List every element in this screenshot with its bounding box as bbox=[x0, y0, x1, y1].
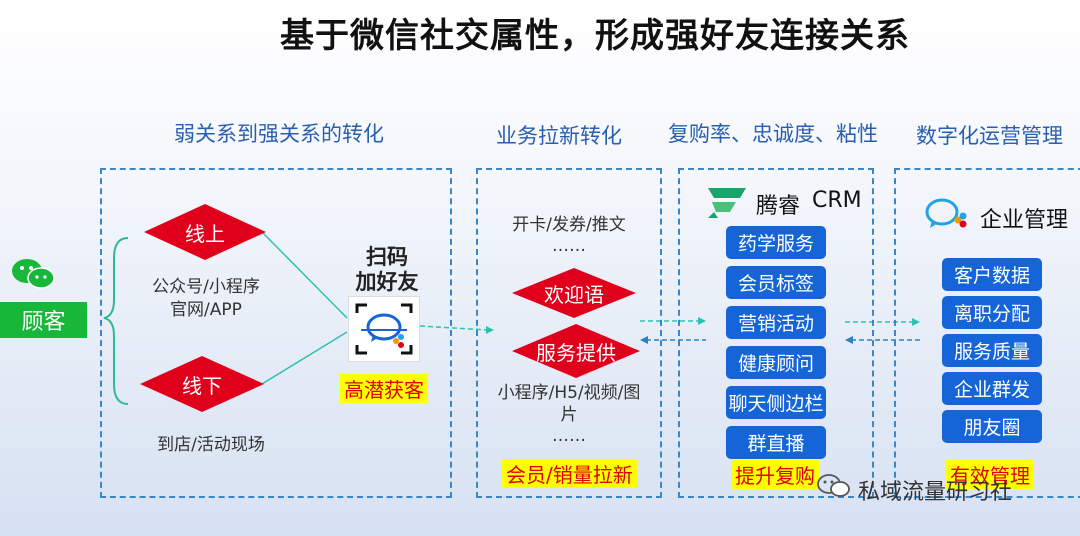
panel-weak-to-strong bbox=[100, 168, 452, 498]
crm-brand-suffix: CRM bbox=[812, 188, 862, 213]
crm-brand-name: 腾睿 bbox=[756, 194, 801, 219]
crm-item-chat-sidebar: 聊天侧边栏 bbox=[726, 386, 826, 419]
watermark-text: 私域流量研习社 bbox=[858, 480, 1013, 505]
stage-3-label: 复购率、忠诚度、粘性 bbox=[668, 122, 878, 146]
ops-item-customer-data: 客户数据 bbox=[942, 258, 1042, 291]
watermark-wechat-icon bbox=[816, 472, 852, 500]
wecom-brand-name: 企业管理 bbox=[980, 208, 1069, 233]
page-title: 基于微信社交属性，形成强好友连接关系 bbox=[280, 16, 910, 56]
service-formats-2: 片 bbox=[560, 405, 578, 425]
highlight-member-growth: 会员/销量拉新 bbox=[502, 459, 637, 488]
online-channels-1: 公众号/小程序 bbox=[152, 277, 260, 297]
ops-item-offboarding: 离职分配 bbox=[942, 296, 1042, 329]
wecom-icon bbox=[924, 196, 970, 232]
wechat-icon bbox=[10, 256, 56, 292]
business-actions: 开卡/发券/推文 bbox=[512, 215, 626, 235]
ellipsis-2: …… bbox=[552, 426, 586, 446]
offline-channels: 到店/活动现场 bbox=[157, 435, 265, 455]
online-to-scan-line bbox=[261, 231, 348, 319]
scan-label-1: 扫码 bbox=[366, 245, 408, 269]
ops-item-group-broadcast: 企业群发 bbox=[942, 372, 1042, 405]
customer-badge: 顾客 bbox=[0, 302, 87, 338]
ops-item-service-quality: 服务质量 bbox=[942, 334, 1042, 367]
panel-business-conversion bbox=[476, 168, 662, 498]
tengrui-logo-icon bbox=[704, 184, 750, 220]
online-channels-2: 官网/APP bbox=[170, 300, 242, 320]
offline-to-scan-line bbox=[261, 331, 348, 385]
stage-1-label: 弱关系到强关系的转化 bbox=[174, 122, 384, 146]
crm-item-health-advisor: 健康顾问 bbox=[726, 346, 826, 379]
brace bbox=[103, 237, 129, 405]
ellipsis-1: …… bbox=[552, 236, 586, 256]
highlight-repurchase: 提升复购 bbox=[731, 460, 819, 489]
panel-digital-ops bbox=[894, 168, 1080, 498]
ops-item-moments: 朋友圈 bbox=[942, 410, 1042, 443]
panel-repurchase bbox=[678, 168, 874, 498]
crm-item-marketing: 营销活动 bbox=[726, 306, 826, 339]
scan-qr-icon bbox=[348, 296, 420, 362]
crm-item-pharmacy: 药学服务 bbox=[726, 226, 826, 259]
highlight-acquisition: 高潜获客 bbox=[340, 374, 428, 403]
crm-item-group-live: 群直播 bbox=[726, 426, 826, 459]
stage-4-label: 数字化运营管理 bbox=[916, 124, 1063, 148]
stage-2-label: 业务拉新转化 bbox=[496, 124, 622, 148]
service-formats-1: 小程序/H5/视频/图 bbox=[497, 383, 641, 403]
highlight-management: 有效管理 bbox=[946, 460, 1034, 489]
crm-item-member-tags: 会员标签 bbox=[726, 266, 826, 299]
scan-label-2: 加好友 bbox=[355, 270, 419, 294]
